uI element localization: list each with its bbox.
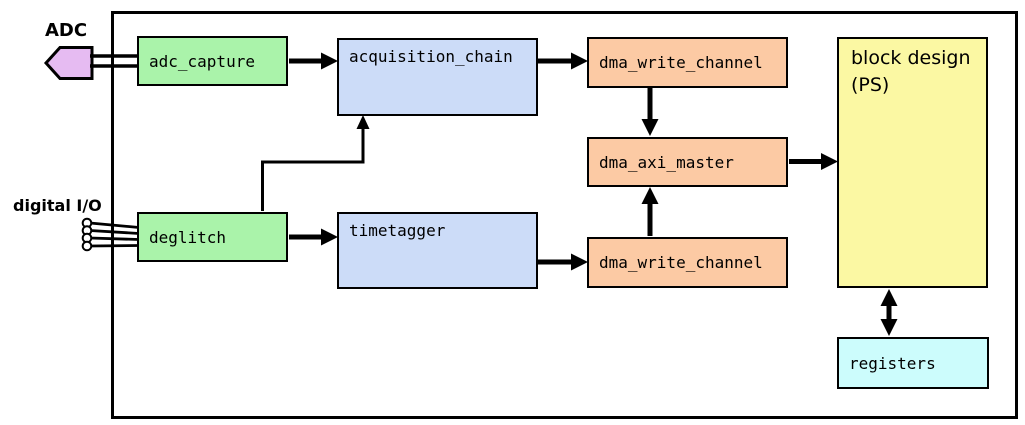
arrow-dma-write-bottom-to-axi-master [641, 187, 659, 236]
arrow-dma-write-top-to-axi-master [641, 88, 659, 136]
block-dma-write-channel-top: dma_write_channel [587, 37, 788, 88]
arrow-axi-master-to-block-design [789, 153, 838, 170]
block-deglitch: deglitch [137, 212, 288, 262]
block-acquisition-chain-label: acquisition_chain [349, 47, 513, 66]
block-timetagger-label: timetagger [349, 221, 446, 240]
block-dma-axi-master: dma_axi_master [587, 137, 788, 187]
arrow-block-design-registers-bidirectional [880, 289, 898, 336]
arrow-deglitch-to-acquisition-chain [261, 115, 370, 211]
block-adc-capture-label: adc_capture [149, 51, 255, 71]
block-dma-write-channel-top-label: dma_write_channel [599, 53, 763, 72]
dio-wire-1 [89, 221, 140, 229]
block-timetagger: timetagger [337, 212, 538, 289]
arrow-adc-capture-to-acquisition-chain [289, 52, 338, 70]
block-adc-capture: adc_capture [137, 36, 288, 86]
adc-port-label: ADC [45, 20, 88, 41]
block-design-ps-label-line2: (PS) [851, 74, 890, 96]
arrow-deglitch-to-timetagger [289, 228, 338, 246]
digital-io-port-label: digital I/O [13, 196, 102, 215]
block-deglitch-label: deglitch [149, 227, 227, 247]
block-design-ps-label-line1: block design [851, 47, 971, 69]
arrow-acquisition-chain-to-dma-write-top [537, 52, 588, 70]
block-dma-axi-master-label: dma_axi_master [599, 152, 734, 172]
dio-wire-2 [89, 229, 140, 235]
adc-port-icon [43, 46, 94, 80]
fpga-boundary-rect [111, 11, 1018, 419]
dio-pin-icon-4 [81, 240, 93, 252]
arrow-timetagger-to-dma-write-bottom [537, 253, 588, 271]
block-acquisition-chain: acquisition_chain [337, 38, 538, 116]
block-dma-write-channel-bottom: dma_write_channel [587, 237, 788, 288]
block-registers: registers [837, 337, 989, 389]
dio-wire-4 [89, 244, 140, 248]
block-dma-write-channel-bottom-label: dma_write_channel [599, 253, 763, 272]
block-registers-label: registers [849, 353, 936, 373]
dio-wire-3 [89, 236, 140, 241]
block-design-ps: block design (PS) [837, 37, 988, 288]
